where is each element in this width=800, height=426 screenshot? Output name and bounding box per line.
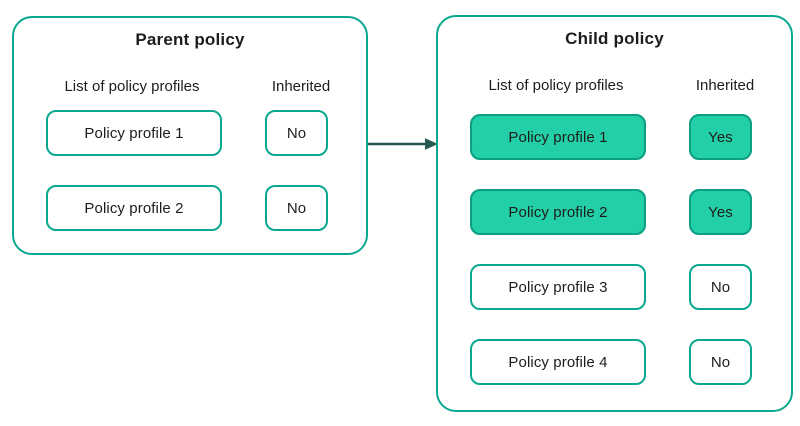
policy-profile-box: Policy profile 2 — [46, 185, 222, 231]
parent-panel-title: Parent policy — [135, 30, 245, 49]
inheritance-arrow-icon — [364, 134, 440, 154]
inherited-badge: Yes — [689, 189, 752, 235]
parent-policy-panel: Parent policy List of policy profiles In… — [12, 16, 368, 255]
inherited-badge: No — [689, 264, 752, 310]
inherited-badge: No — [265, 110, 328, 156]
child-inherited-column-header: Inherited — [695, 77, 755, 94]
child-panel-title: Child policy — [565, 29, 664, 48]
parent-inherited-column-header: Inherited — [271, 78, 331, 95]
policy-profile-box: Policy profile 3 — [470, 264, 646, 310]
child-policy-panel: Child policy List of policy profiles Inh… — [436, 15, 793, 412]
policy-profile-box: Policy profile 4 — [470, 339, 646, 385]
parent-profiles-column-header: List of policy profiles — [64, 78, 200, 95]
policy-profile-box: Policy profile 1 — [470, 114, 646, 160]
policy-profile-box: Policy profile 1 — [46, 110, 222, 156]
inherited-badge: Yes — [689, 114, 752, 160]
child-profiles-column-header: List of policy profiles — [488, 77, 624, 94]
policy-profile-box: Policy profile 2 — [470, 189, 646, 235]
inherited-badge: No — [689, 339, 752, 385]
inherited-badge: No — [265, 185, 328, 231]
